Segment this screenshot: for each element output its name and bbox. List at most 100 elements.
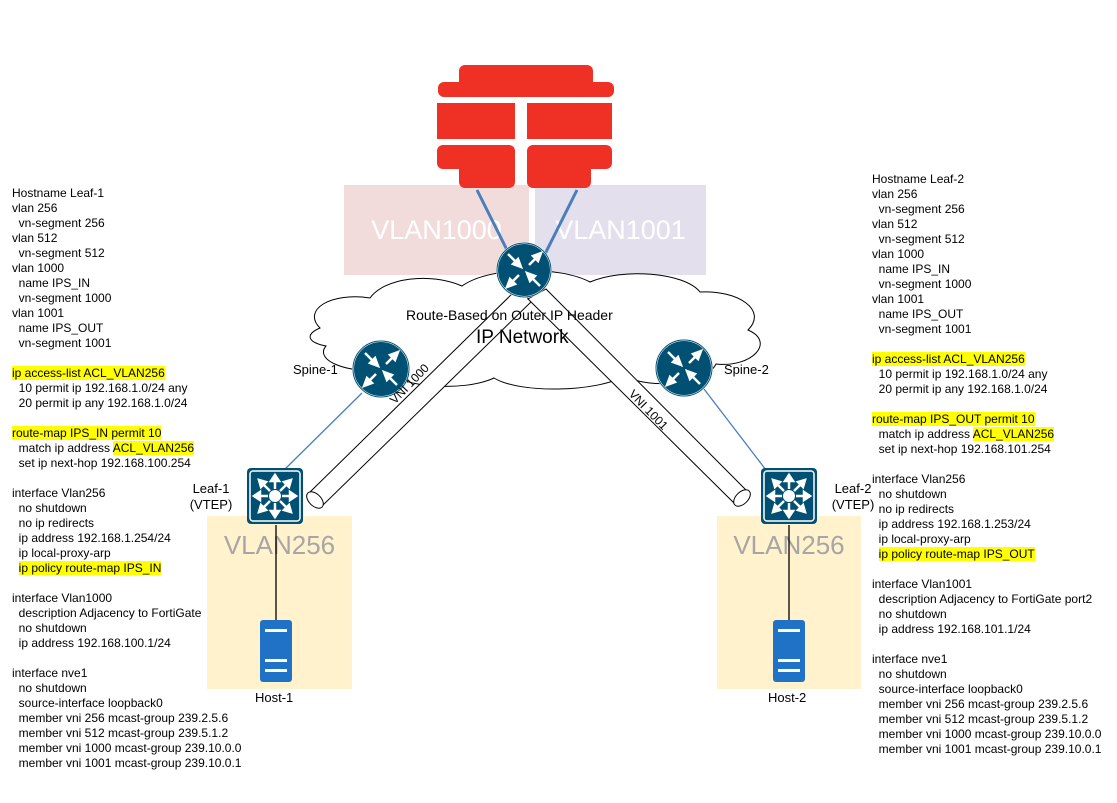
config-text: no shutdown: [872, 487, 947, 501]
leaf2-name: Leaf-2: [834, 481, 872, 496]
config-line: interface Vlan256: [12, 486, 241, 501]
config-line: vlan 512: [12, 231, 241, 246]
config-line: no shutdown: [12, 501, 241, 516]
config-line: member vni 512 mcast-group 239.5.1.2: [872, 712, 1101, 727]
config-line: vn-segment 256: [872, 202, 1101, 217]
config-text: Hostname Leaf-1: [12, 186, 105, 200]
config-text: Hostname Leaf-2: [872, 172, 965, 186]
config-line: 10 permit ip 192.168.1.0/24 any: [12, 381, 241, 396]
config-highlight: ip access-list ACL_VLAN256: [872, 352, 1025, 366]
config-text: vn-segment 512: [872, 232, 965, 246]
config-line: vlan 1000: [872, 247, 1101, 262]
config-line: name IPS_IN: [872, 262, 1101, 277]
leaf2-switch-icon: [761, 468, 817, 524]
config-text: vn-segment 1001: [12, 336, 112, 350]
config-text: vn-segment 1000: [872, 277, 972, 291]
vlan1001-label: VLAN1001: [555, 214, 686, 245]
config-text: vlan 1001: [12, 306, 65, 320]
config-text: vn-segment 256: [12, 216, 105, 230]
leaf2-label: Leaf-2 (VTEP): [828, 481, 878, 513]
config-line: [12, 411, 241, 426]
spine1-label: Spine-1: [293, 362, 338, 377]
config-highlight: route-map IPS_OUT permit 10: [872, 412, 1035, 426]
config-text: interface Vlan1001: [872, 577, 973, 591]
spine2-leaf2-link: [703, 388, 767, 471]
vlan1000-label: VLAN1000: [371, 214, 502, 245]
config-text: vn-segment 1000: [12, 291, 112, 305]
config-text: vlan 512: [872, 217, 918, 231]
config-text: description Adjacency to FortiGate port2: [872, 592, 1093, 606]
config-text: ip address 192.168.1.253/24: [872, 517, 1031, 531]
config-line: [12, 576, 241, 591]
config-line: source-interface loopback0: [12, 696, 241, 711]
spine1-leaf1-link: [279, 392, 363, 475]
config-line: no shutdown: [872, 667, 1101, 682]
config-line: [12, 471, 241, 486]
config-line: ip policy route-map IPS_IN: [12, 561, 241, 576]
config-text: interface Vlan256: [872, 472, 966, 486]
config-line: 10 permit ip 192.168.1.0/24 any: [872, 367, 1101, 382]
config-text: member vni 1000 mcast-group 239.10.0.0: [12, 741, 242, 755]
config-text: [12, 561, 19, 575]
config-text: vlan 1000: [12, 261, 65, 275]
vlan1001-region: VLAN1001: [535, 185, 706, 275]
config-text: 10 permit ip 192.168.1.0/24 any: [872, 367, 1048, 381]
config-text: ip address 192.168.101.1/24: [872, 622, 1031, 636]
firewall-link-vlan1001: [539, 189, 579, 263]
vni1000-tunnel: [306, 289, 533, 509]
config-line: [872, 562, 1101, 577]
host1-label: Host-1: [255, 690, 294, 705]
config-line: ip address 192.168.1.254/24: [12, 531, 241, 546]
config-line: vlan 1000: [12, 261, 241, 276]
config-text: ip local-proxy-arp: [12, 546, 111, 560]
config-line: interface nve1: [12, 666, 241, 681]
config-line: vn-segment 1001: [12, 336, 241, 351]
config-text: no ip redirects: [12, 516, 95, 530]
config-text: member vni 512 mcast-group 239.5.1.2: [872, 712, 1089, 726]
config-line: set ip next-hop 192.168.100.254: [12, 456, 241, 471]
config-text: member vni 1000 mcast-group 239.10.0.0: [872, 727, 1102, 741]
config-text: vlan 256: [12, 201, 58, 215]
config-line: vn-segment 256: [12, 216, 241, 231]
config-line: [872, 337, 1101, 352]
config-line: vn-segment 512: [872, 232, 1101, 247]
network-title: IP Network: [476, 327, 569, 348]
config-highlight: ip access-list ACL_VLAN256: [12, 366, 165, 380]
leaf1-label: Leaf-1 (VTEP): [186, 481, 236, 513]
config-line: description Adjacency to FortiGate port2: [872, 592, 1101, 607]
config-text: description Adjacency to FortiGate: [12, 606, 202, 620]
config-highlight: route-map IPS_IN permit 10: [12, 426, 162, 440]
config-line: no shutdown: [872, 487, 1101, 502]
config-line: [872, 457, 1101, 472]
config-line: 20 permit ip any 192.168.1.0/24: [872, 382, 1101, 397]
config-line: vlan 256: [872, 187, 1101, 202]
config-text: no shutdown: [12, 501, 87, 515]
config-text: member vni 512 mcast-group 239.5.1.2: [12, 726, 229, 740]
config-line: interface Vlan1000: [12, 591, 241, 606]
config-line: no ip redirects: [872, 502, 1101, 517]
config-text: name IPS_OUT: [12, 321, 104, 335]
spine1-router-icon: [352, 340, 410, 398]
config-highlight: ip policy route-map IPS_IN: [18, 561, 162, 575]
config-line: member vni 256 mcast-group 239.2.5.6: [872, 697, 1101, 712]
config-line: ip address 192.168.100.1/24: [12, 636, 241, 651]
config-text: member vni 256 mcast-group 239.2.5.6: [12, 711, 229, 725]
config-line: member vni 512 mcast-group 239.5.1.2: [12, 726, 241, 741]
config-line: route-map IPS_OUT permit 10: [872, 412, 1101, 427]
leaf1-switch-icon: [247, 468, 303, 524]
config-line: vn-segment 512: [12, 246, 241, 261]
config-line: no shutdown: [872, 607, 1101, 622]
config-line: member vni 256 mcast-group 239.2.5.6: [12, 711, 241, 726]
host2-server-icon: [773, 620, 805, 682]
host1-server-icon: [260, 620, 292, 682]
config-text: [872, 547, 879, 561]
config-text: member vni 1001 mcast-group 239.10.0.1: [12, 756, 242, 770]
config-line: vn-segment 1000: [872, 277, 1101, 292]
config-text: 20 permit ip any 192.168.1.0/24: [872, 382, 1048, 396]
config-line: ip policy route-map IPS_OUT: [872, 547, 1101, 562]
config-line: name IPS_IN: [12, 276, 241, 291]
config-line: member vni 1000 mcast-group 239.10.0.0: [872, 727, 1102, 742]
spine2-router-icon: [655, 339, 713, 397]
